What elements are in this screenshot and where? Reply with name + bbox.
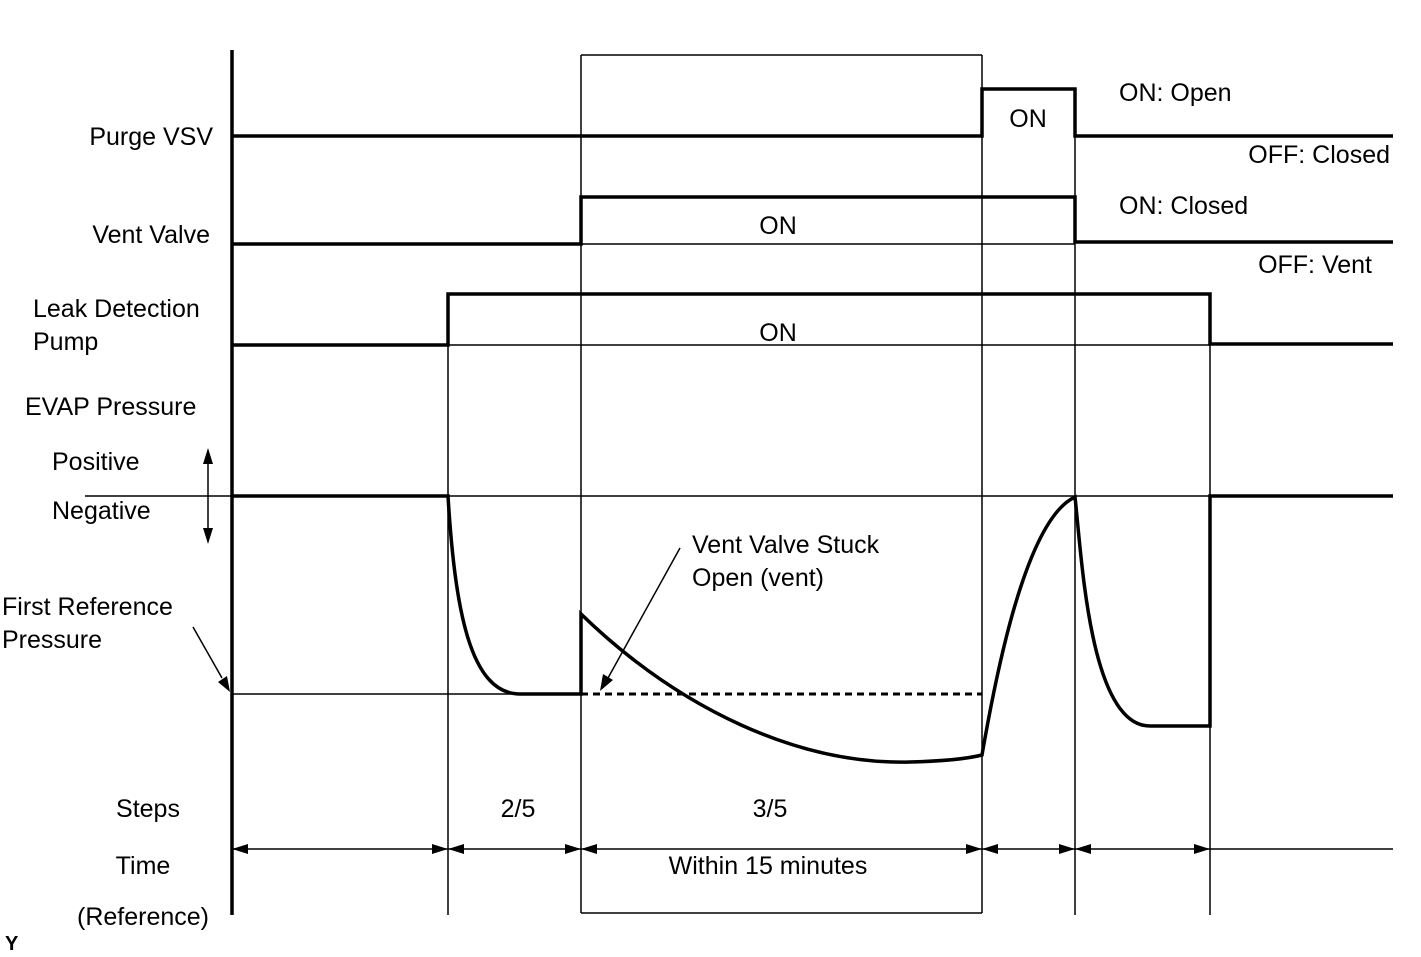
stuck-open-annotation-line1: Vent Valve Stuck (692, 531, 880, 559)
reference-label: (Reference) (77, 903, 209, 931)
purge-on-label: ON (1009, 105, 1047, 133)
time-arrowhead (448, 844, 464, 854)
time-arrowhead (1059, 844, 1075, 854)
step-3-label: 3/5 (753, 795, 788, 823)
vent-on-description: ON: Closed (1119, 192, 1248, 220)
first-reference-label-line2: Pressure (2, 626, 102, 654)
first-reference-label-line1: First Reference (2, 593, 173, 621)
time-arrowhead (581, 844, 597, 854)
time-arrowhead (1075, 844, 1091, 854)
leak-pump-label-line1: Leak Detection (33, 295, 200, 323)
positive-label: Positive (52, 448, 140, 476)
figure-code: Y (5, 933, 19, 955)
purge-off-description: OFF: Closed (1248, 141, 1390, 169)
leak-pump-signal (232, 292, 1393, 347)
vent-valve-label: Vent Valve (92, 221, 210, 249)
leak-pump-label-line2: Pump (33, 328, 98, 356)
vent-valve-signal (232, 195, 1393, 246)
time-arrowhead (432, 844, 448, 854)
time-arrowhead (232, 844, 248, 854)
time-label: Time (116, 852, 171, 880)
time-value: Within 15 minutes (669, 852, 868, 880)
steps-label: Steps (116, 795, 180, 823)
purge-on-description: ON: Open (1119, 79, 1232, 107)
vent-off-description: OFF: Vent (1258, 251, 1372, 279)
time-arrowhead (982, 844, 998, 854)
negative-label: Negative (52, 497, 151, 525)
purge-vsv-label: Purge VSV (89, 123, 213, 151)
time-arrowhead (1194, 844, 1210, 854)
stuck-open-annotation-line2: Open (vent) (692, 564, 824, 592)
first-ref-pointer-head (218, 676, 230, 692)
step-2-label: 2/5 (501, 795, 536, 823)
evap-pressure-curve (232, 494, 1393, 764)
stuck-pointer-line (607, 547, 681, 679)
time-arrowhead (966, 844, 982, 854)
stuck-pointer-head (600, 674, 613, 691)
pump-on-label: ON (759, 319, 797, 347)
pos-arrow-head (203, 448, 213, 464)
vent-on-label: ON (759, 212, 797, 240)
evap-pressure-label: EVAP Pressure (25, 393, 196, 421)
neg-arrow-head (203, 528, 213, 544)
first-ref-pointer-line (192, 626, 223, 679)
time-arrowhead (565, 844, 581, 854)
purge-vsv-signal (232, 87, 1393, 138)
